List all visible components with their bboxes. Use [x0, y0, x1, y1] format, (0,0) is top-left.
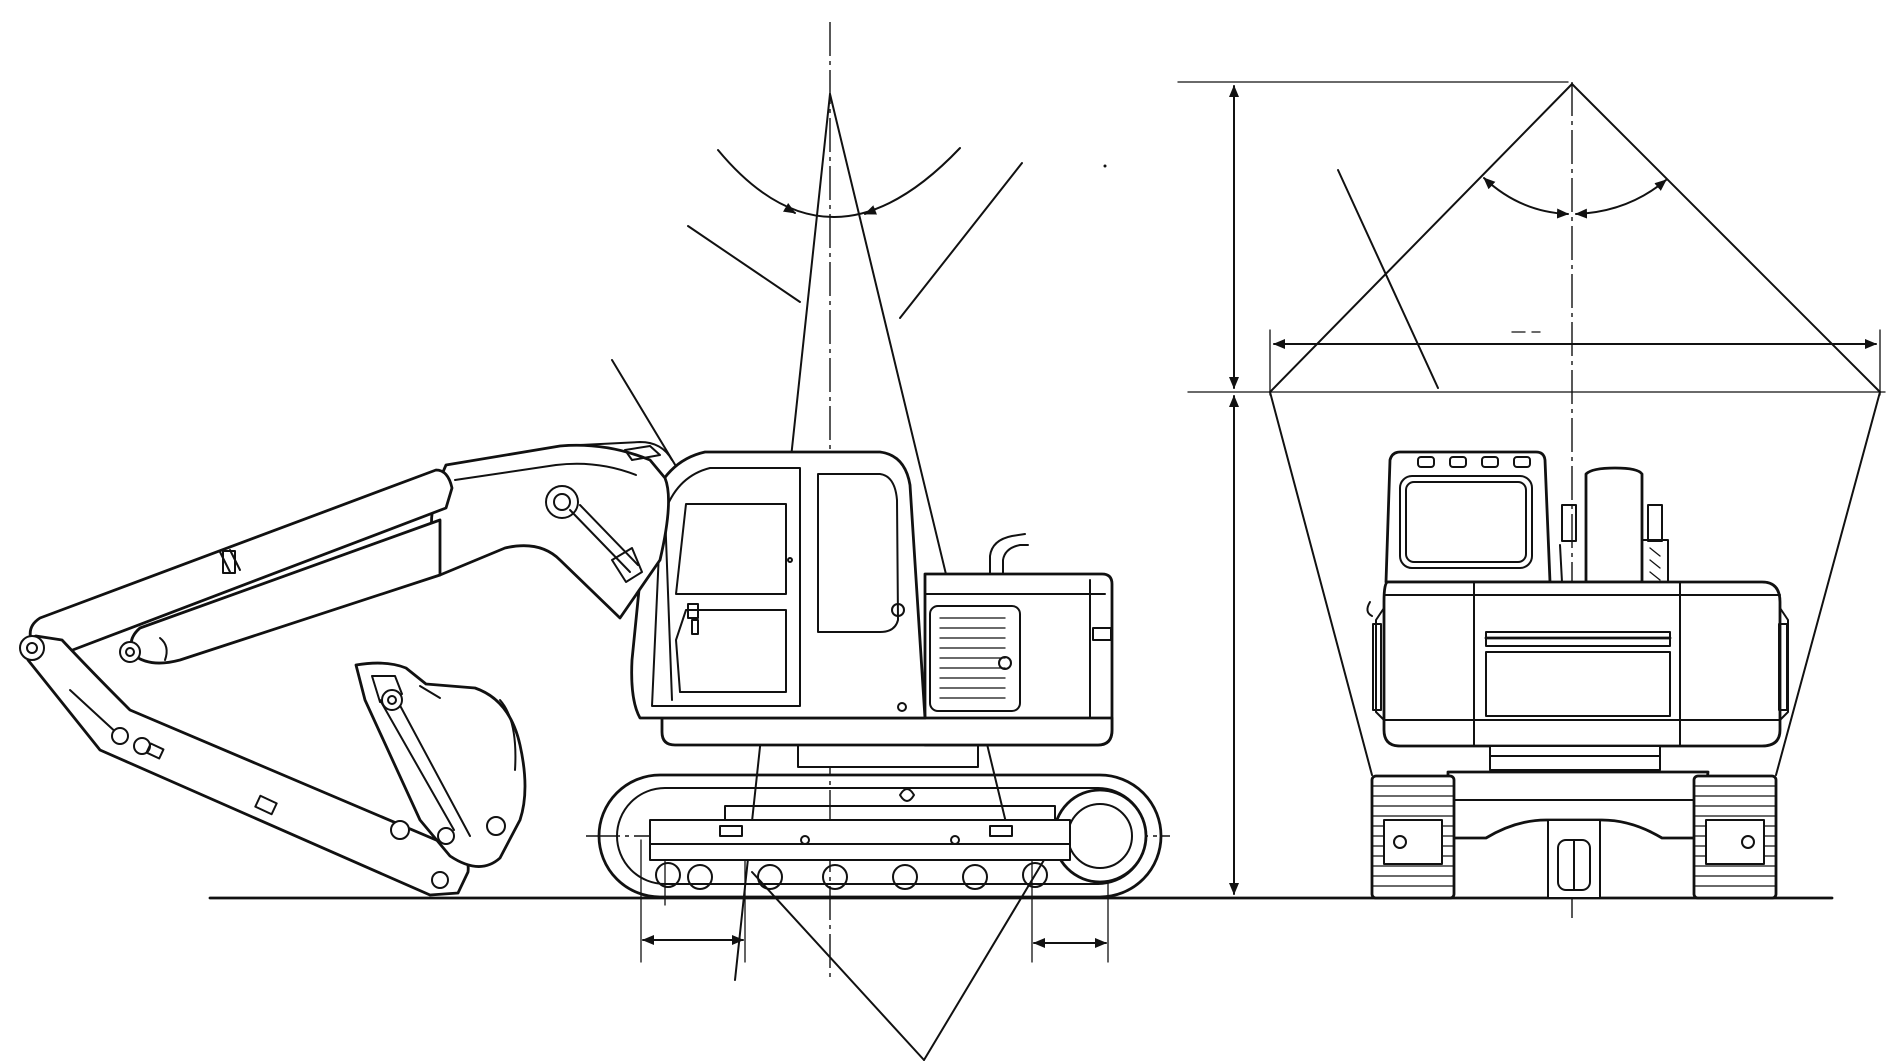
upper-limit-left [688, 226, 800, 302]
width-dimension [1270, 330, 1880, 395]
side-bucket [356, 663, 525, 866]
rear-triangle-left [1270, 84, 1572, 392]
registration-dot [1103, 164, 1107, 168]
swing-bearing [798, 745, 978, 767]
rear-undercarriage [1448, 772, 1708, 898]
rear-view [1178, 82, 1885, 918]
rear-apex-arcs [1484, 178, 1666, 219]
rear-swing-bearing [1490, 746, 1660, 770]
side-track-assembly [599, 775, 1161, 897]
leader-line-rear [1338, 170, 1438, 388]
rear-triangle-right [1572, 84, 1880, 392]
rear-funnel-left [1270, 392, 1372, 775]
side-cab [632, 452, 925, 718]
side-view [20, 22, 1170, 1060]
lower-v-left [752, 872, 924, 1060]
rear-cab [1386, 452, 1550, 582]
side-upper-frame [662, 718, 1112, 745]
rear-right-track [1694, 776, 1776, 898]
rear-funnel-right [1776, 392, 1880, 775]
lower-v-right [924, 860, 1044, 1060]
side-engine-hood [925, 534, 1112, 745]
upper-swing-arc [718, 148, 960, 217]
rear-counterweight [1367, 582, 1788, 746]
rear-left-track [1372, 776, 1454, 898]
side-boom [431, 442, 672, 618]
height-dimensions [1178, 82, 1885, 895]
rear-boom-stack [1560, 468, 1668, 582]
side-arm [30, 470, 452, 663]
upper-limit-right [900, 163, 1022, 318]
